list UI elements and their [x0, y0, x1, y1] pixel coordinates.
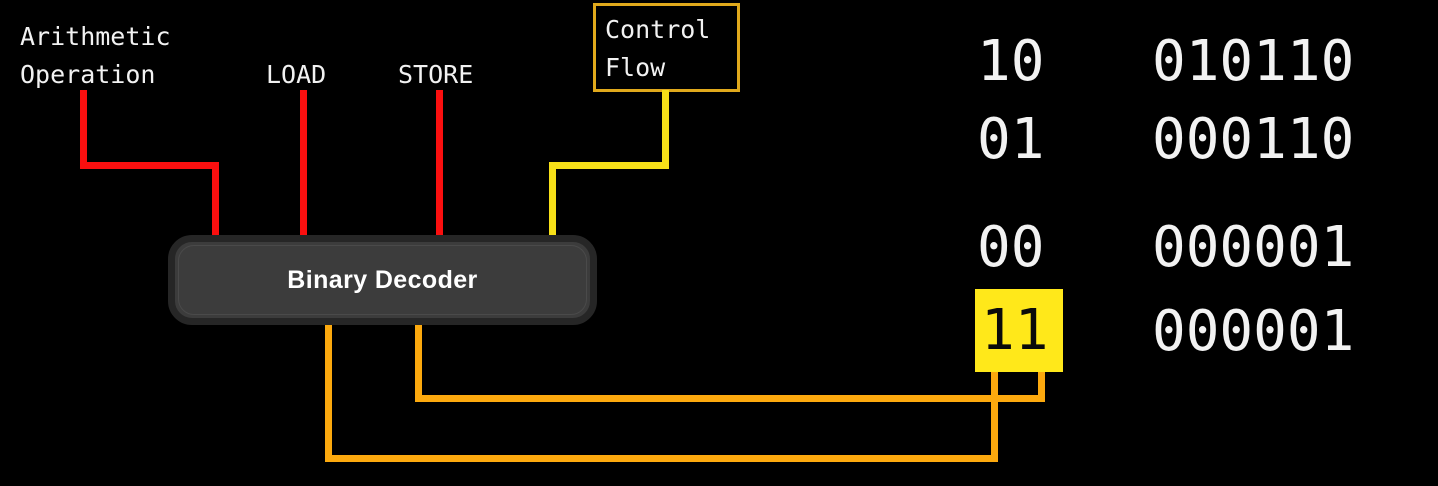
binary-decoder-label: Binary Decoder [287, 265, 478, 294]
opcode-cell-2: 00 [977, 215, 1045, 280]
wire-arithmetic-segment-v2 [212, 162, 219, 240]
word-cell-0: 010110 [1152, 29, 1355, 94]
label-load: LOAD [266, 60, 327, 89]
wire-feedback-a-segment-h1 [325, 455, 995, 462]
wire-control-flow-segment-v2 [549, 162, 556, 240]
wire-control-flow-segment-h1 [549, 162, 669, 169]
word-cell-2: 000001 [1152, 215, 1355, 280]
binary-decoder-node[interactable]: Binary Decoder [168, 235, 597, 325]
wire-control-flow-segment-v1 [662, 90, 669, 169]
wire-feedback-b-segment-h1 [415, 395, 1045, 402]
control-flow-label: Control Flow [605, 15, 711, 82]
wire-arithmetic-segment-v1 [80, 90, 87, 169]
wire-feedback-a-segment-v1 [325, 322, 332, 462]
wire-feedback-b-segment-v2 [1038, 366, 1045, 402]
wire-load [300, 90, 307, 240]
word-cell-3: 000001 [1152, 299, 1355, 364]
opcode-cell-1: 01 [977, 107, 1045, 172]
opcode-cell-3-highlighted[interactable]: 11 [975, 289, 1063, 372]
label-arithmetic-operation: Arithmetic Operation [20, 22, 171, 89]
wire-feedback-a-segment-v2 [991, 366, 998, 462]
wire-store [436, 90, 443, 240]
word-cell-1: 000110 [1152, 107, 1355, 172]
wire-arithmetic-segment-h1 [80, 162, 219, 169]
opcode-cell-0: 10 [977, 29, 1045, 94]
label-store: STORE [398, 60, 474, 89]
wire-feedback-b-segment-v1 [415, 322, 422, 402]
control-flow-box[interactable]: Control Flow [593, 3, 740, 92]
